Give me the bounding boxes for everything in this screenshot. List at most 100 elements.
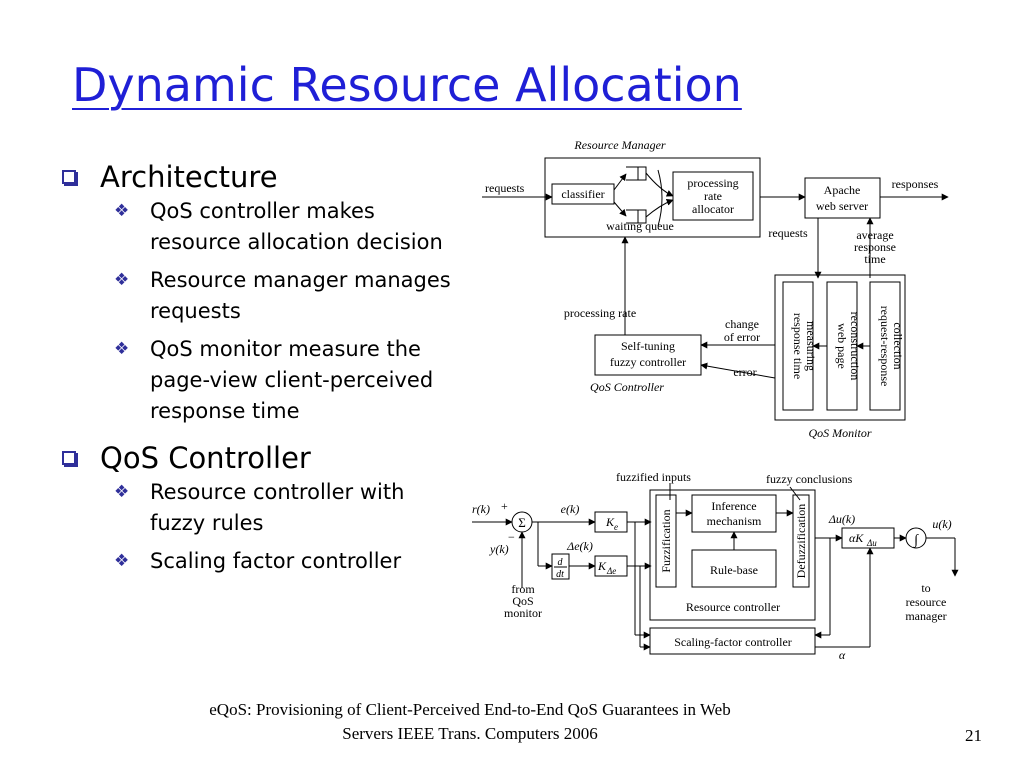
classifier-label: classifier	[561, 187, 604, 201]
architecture-diagrams: Resource Manager requests classifier pro…	[472, 138, 959, 660]
error-label: error	[733, 365, 756, 379]
ke-subscript: e	[614, 522, 618, 532]
ddt-top: d	[558, 557, 564, 568]
diamond-bullet-icon: ❖	[114, 201, 130, 221]
change-line: of error	[724, 330, 760, 344]
sub-bullet-line: Resource manager manages	[150, 268, 451, 292]
bullet-list: Architecture ❖ QoS controller makes resour…	[62, 158, 482, 577]
sub-bullet-line: fuzzy rules	[150, 511, 264, 535]
bullet-architecture: Architecture	[62, 158, 482, 196]
sum-symbol: Σ	[518, 515, 526, 530]
to-line: manager	[905, 609, 946, 623]
allocator-line: rate	[704, 189, 722, 203]
sub-bullet-line: QoS controller makes	[150, 199, 375, 223]
ke-symbol: K	[605, 515, 615, 529]
yk-label: y(k)	[489, 542, 509, 556]
to-line: to	[921, 581, 930, 595]
inference-line: mechanism	[707, 514, 762, 528]
monitor-text: web page	[835, 323, 849, 369]
allocator-line: processing	[687, 176, 738, 190]
monitor-text: request-response	[878, 306, 892, 387]
architecture-diagram: Resource Manager requests classifier pro…	[482, 138, 949, 440]
allocator-box	[672, 171, 754, 221]
stfc-line: fuzzy controller	[610, 355, 686, 369]
scaling-factor-label: Scaling-factor controller	[674, 635, 792, 649]
checkbox-bullet-icon	[62, 451, 76, 465]
requests-mid-label: requests	[768, 226, 808, 240]
diamond-bullet-icon: ❖	[114, 270, 130, 290]
uk-label: u(k)	[932, 517, 951, 531]
qos-controller-diagram: fuzzified inputs fuzzy conclusions r(k) …	[472, 470, 959, 660]
monitor-text: response time	[791, 313, 805, 379]
avg-line: response	[854, 240, 896, 254]
page-number: 21	[965, 726, 982, 745]
akdu-symbol: αK	[849, 531, 864, 545]
rk-label: r(k)	[472, 502, 490, 516]
resource-controller-label: Resource controller	[686, 600, 780, 614]
plus-sign: +	[501, 499, 508, 513]
ek-label: e(k)	[561, 502, 580, 516]
sub-bullet-line: QoS monitor measure the	[150, 337, 421, 361]
kde-symbol: K	[597, 559, 607, 573]
ddt-bottom: dt	[556, 569, 564, 580]
waiting-queue-label: waiting queue	[606, 219, 674, 233]
resource-manager-label: Resource Manager	[573, 138, 666, 152]
diamond-bullet-icon: ❖	[114, 551, 130, 571]
fuzzification-box	[655, 494, 677, 588]
sub-bullet: ❖ QoS monitor measure the page-view client…	[62, 334, 482, 427]
sub-bullet: ❖ Scaling factor controller	[62, 546, 482, 577]
stfc-line: Self-tuning	[621, 339, 675, 353]
minus-sign: −	[508, 530, 515, 544]
apache-line: Apache	[824, 183, 861, 197]
classifier-box	[551, 183, 615, 205]
to-line: resource	[906, 595, 947, 609]
self-tuning-controller-box	[594, 334, 702, 376]
alpha-label: α	[839, 648, 846, 660]
monitor-text: measuring	[804, 321, 818, 371]
bullet-qos-controller: QoS Controller	[62, 439, 482, 477]
qos-controller-label: QoS Controller	[590, 380, 664, 394]
sub-bullet-line: requests	[150, 299, 241, 323]
from-line: from	[511, 582, 535, 596]
from-line: monitor	[504, 606, 542, 620]
bullet-text: QoS Controller	[100, 441, 311, 475]
processing-rate-label: processing rate	[564, 306, 636, 320]
citation-footer: eQoS: Provisioning of Client-Perceived E…	[150, 698, 790, 746]
queue-shapes	[626, 166, 647, 224]
avg-line: average	[856, 228, 893, 242]
change-line: change	[725, 317, 759, 331]
diamond-bullet-icon: ❖	[114, 482, 130, 502]
scaling-factor-controller-box	[649, 627, 816, 655]
qos-monitor-label: QoS Monitor	[809, 426, 872, 440]
dek-label: Δe(k)	[566, 539, 593, 553]
footer-line: Servers IEEE Trans. Computers 2006	[342, 724, 598, 743]
inference-line: Inference	[711, 499, 756, 513]
duk-label: Δu(k)	[828, 512, 855, 526]
sub-bullet-line: Scaling factor controller	[150, 549, 402, 573]
monitor-text: collection	[891, 322, 905, 369]
fuzzy-conclusions-label: fuzzy conclusions	[766, 472, 853, 486]
allocator-line: allocator	[692, 202, 734, 216]
footer-line: eQoS: Provisioning of Client-Perceived E…	[209, 700, 731, 719]
defuzzification-label: Defuzzification	[794, 504, 808, 579]
sub-bullet: ❖ QoS controller makes resource allocation…	[62, 196, 482, 258]
defuzzification-box	[792, 494, 810, 588]
slide-title: Dynamic Resource Allocation	[72, 58, 742, 112]
diamond-bullet-icon: ❖	[114, 339, 130, 359]
sub-bullet-line: response time	[150, 399, 300, 423]
sub-bullet-line: resource allocation decision	[150, 230, 443, 254]
checkbox-bullet-icon	[62, 170, 76, 184]
akdu-subscript: Δu	[866, 538, 877, 548]
rule-base-label: Rule-base	[710, 563, 758, 577]
sub-bullet-line: page-view client-perceived	[150, 368, 434, 392]
monitor-text: reconstruction	[848, 312, 862, 381]
sub-bullet-line: Resource controller with	[150, 480, 405, 504]
requests-in-label: requests	[485, 181, 525, 195]
qos-monitor-box	[774, 274, 906, 421]
kde-subscript: Δe	[606, 566, 616, 576]
fuzzification-label: Fuzzification	[659, 509, 673, 572]
apache-box	[804, 177, 881, 219]
sub-bullet: ❖ Resource manager manages requests	[62, 265, 482, 327]
apache-line: web server	[816, 199, 868, 213]
avg-line: time	[864, 252, 885, 266]
